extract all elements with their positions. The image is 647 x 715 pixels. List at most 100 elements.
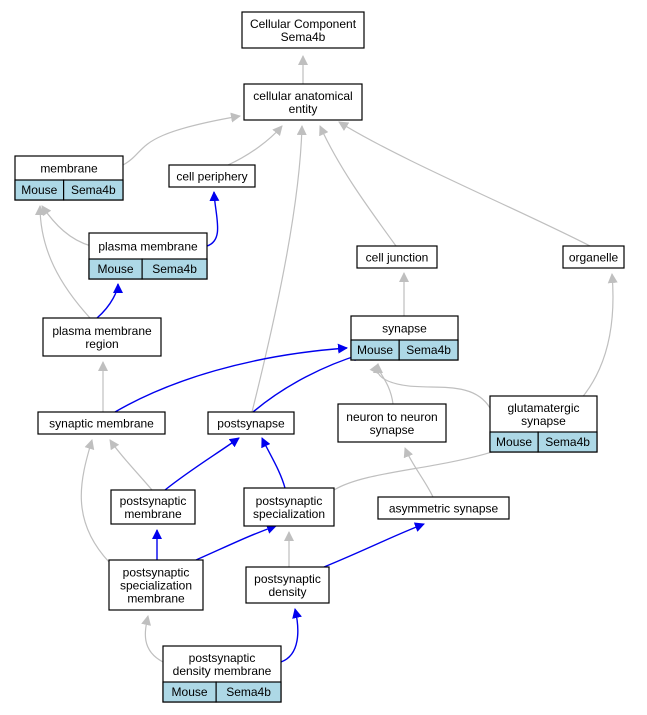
node-label-line: density [268, 585, 306, 599]
badge-label: Mouse [172, 685, 208, 699]
badge-label: Sema4b [226, 685, 271, 699]
node-label-line: specialization [253, 507, 325, 521]
edge-n2n-to-synapse [369, 363, 394, 405]
edge-pmregion-to-plasmamem [96, 283, 123, 319]
edge-psspecmem-to-synmem [80, 439, 110, 563]
node-celljunction[interactable]: cell junction [356, 245, 438, 269]
edge-cellperiph-to-cae [227, 125, 283, 166]
edge-plasmamem-to-cellperiph [206, 191, 220, 247]
badge-box [141, 258, 208, 280]
edge-membrane-to-cae [122, 112, 241, 166]
node-label-line: postsynaptic [254, 572, 321, 586]
badge-label: Mouse [21, 183, 57, 197]
node-label-line: cell periphery [176, 170, 247, 184]
node-label-line: cellular anatomical [253, 89, 352, 103]
node-asym[interactable]: asymmetric synapse [377, 496, 510, 520]
edge-plasmamem-to-membrane [41, 205, 92, 247]
node-label-line: plasma membrane [52, 324, 152, 338]
edge-organelle-to-cae [338, 121, 591, 247]
badge-box [62, 179, 124, 201]
node-label-line: synapse [370, 423, 415, 437]
node-label-line: organelle [569, 251, 619, 265]
edge-pmregion-to-membrane [35, 205, 91, 319]
node-box [207, 411, 295, 435]
badge-label: Sema4b [152, 262, 197, 276]
edge-postsynapse-to-synapse [252, 351, 363, 413]
edge-postsynapse-to-cae [251, 125, 307, 413]
node-label-line: density membrane [173, 664, 272, 678]
edge-psdmem-to-psspecmem [141, 615, 164, 663]
edge-psdmem-to-psd [280, 608, 302, 663]
edges-layer [35, 55, 618, 663]
node-label-line: postsynaptic [256, 494, 323, 508]
edge-asym-to-n2n [403, 447, 434, 498]
badge-label: Sema4b [406, 343, 451, 357]
badge-label: Mouse [98, 262, 134, 276]
node-box [241, 11, 365, 49]
node-label-line: synapse [382, 322, 427, 336]
node-label-line: cell junction [366, 251, 429, 265]
edge-celljunction-to-cae [319, 125, 397, 247]
node-box [337, 403, 447, 443]
badge-label: Mouse [357, 343, 393, 357]
node-label-line: specialization [120, 579, 192, 593]
node-box [168, 164, 256, 188]
edge-psspec-to-postsynapse [261, 437, 286, 489]
node-synmem[interactable]: synaptic membrane [37, 411, 166, 435]
badge-label: Mouse [496, 435, 532, 449]
node-label-line: membrane [124, 507, 182, 521]
node-label-line: Sema4b [281, 30, 326, 44]
node-label-line: postsynaptic [120, 494, 187, 508]
edge-psmem-to-postsynapse [164, 437, 240, 491]
node-box [245, 566, 330, 604]
node-box [42, 317, 162, 357]
node-box [243, 83, 363, 121]
node-box [110, 489, 196, 525]
edge-psspecmem-to-psspec [195, 524, 277, 561]
node-label-line: glutamatergic [507, 401, 579, 415]
edge-glut-to-synapse [372, 363, 491, 409]
badge-box [537, 431, 598, 453]
node-label-line: Cellular Component [250, 17, 357, 31]
node-label-line: asymmetric synapse [389, 502, 499, 516]
node-box [356, 245, 438, 269]
node-cellperiph[interactable]: cell periphery [168, 164, 256, 188]
node-box [562, 245, 625, 269]
node-box [243, 487, 335, 527]
node-label-line: postsynaptic [189, 651, 256, 665]
node-label-line: postsynapse [217, 417, 285, 431]
node-postsynapse[interactable]: postsynapse [207, 411, 295, 435]
edge-synmem-to-synapse [114, 343, 348, 413]
node-organelle[interactable]: organelle [562, 245, 625, 269]
node-label-line: synapse [521, 414, 566, 428]
node-box [37, 411, 166, 435]
edge-psmem-to-synmem [109, 439, 153, 491]
edge-psd-to-asym [323, 522, 425, 568]
badge-label: Sema4b [71, 183, 116, 197]
node-label-line: plasma membrane [98, 240, 198, 254]
node-label-line: neuron to neuron [346, 410, 437, 424]
node-label-line: entity [289, 102, 318, 116]
edge-psspec-to-organelle [333, 273, 618, 491]
node-label-line: membrane [127, 592, 185, 606]
badge-label: Sema4b [545, 435, 590, 449]
node-label-line: membrane [40, 162, 98, 176]
badge-box [398, 339, 459, 361]
node-label-line: region [85, 337, 118, 351]
badge-box [215, 681, 282, 703]
